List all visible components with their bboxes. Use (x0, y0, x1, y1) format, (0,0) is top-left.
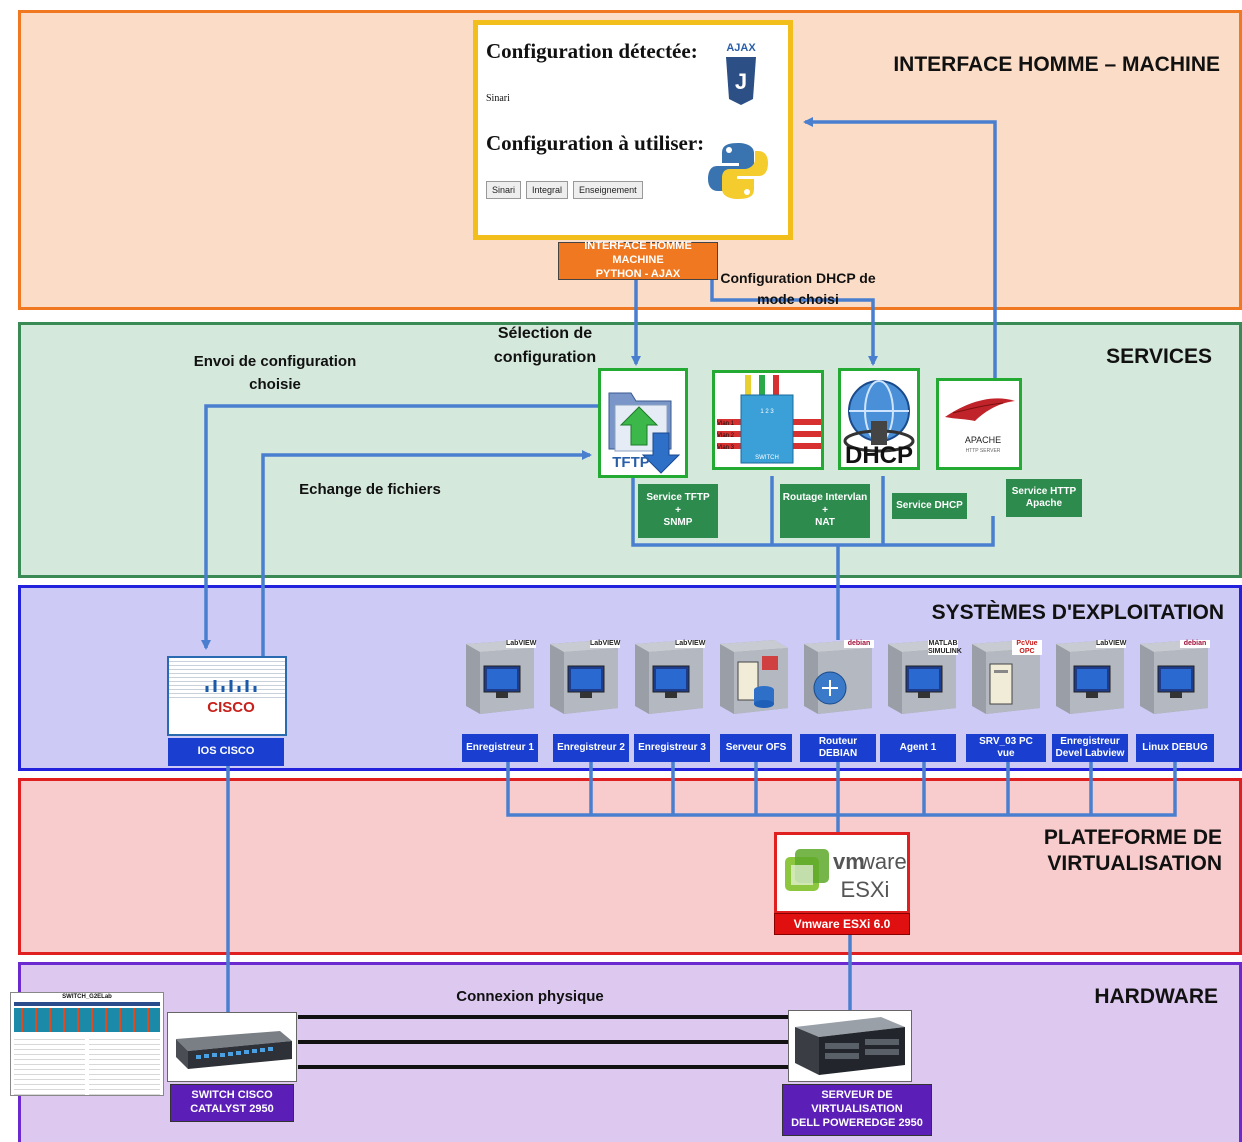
switch-cisco-label: SWITCH CISCO CATALYST 2950 (170, 1084, 294, 1122)
os-icon-pcvue-7: PcVue OPC (968, 636, 1044, 716)
os-badge-5: debian (844, 640, 874, 648)
vm-box-icon (1140, 640, 1208, 714)
dhcp-icon-text: DHCP (845, 442, 913, 467)
ihm-label: INTERFACE HOMME MACHINE PYTHON - AJAX (558, 240, 718, 280)
vmware-esxi-icon: vm ware ESXi (785, 849, 907, 902)
vm-box-icon (635, 640, 703, 714)
vm-box-icon (1056, 640, 1124, 714)
use-config-title: Configuration à utiliser: (486, 131, 705, 155)
vmware-logo: vm ware ESXi (774, 832, 910, 914)
config-button-sinari[interactable]: Sinari (486, 181, 522, 199)
vm-box-icon (550, 640, 618, 714)
os-label-4: Serveur OFS (720, 734, 792, 762)
config-button-enseignement[interactable]: Enseignement (573, 181, 643, 199)
ajax-logo-icon: AJAX J (726, 42, 756, 105)
os-icon-matlab-6: MATLAB SIMULINK (884, 636, 962, 716)
os-badge-1: LabVIEW (506, 640, 537, 648)
switch-doc-title: SWITCH_G2ELab (62, 994, 112, 1000)
cisco-switch-device (167, 1012, 297, 1082)
vm-box-icon (720, 640, 788, 714)
service-dhcp-label: Service DHCP (892, 493, 967, 519)
vm-box-icon (466, 640, 534, 714)
caption-dhcp-config: Configuration DHCP de mode choisi (720, 270, 876, 307)
config-button-integral[interactable]: Integral (526, 181, 569, 199)
vmware-logo-esxi: ESXi (841, 877, 890, 902)
apache-icon-sub: HTTP SERVER (966, 448, 1001, 454)
apache-service-icon: APACHE HTTP SERVER (936, 378, 1022, 470)
layer-title-os: SYSTÈMES D'EXPLOITATION (931, 601, 1224, 624)
os-label-6: Agent 1 (880, 734, 956, 762)
os-badge-3: LabVIEW (675, 640, 706, 648)
vmware-logo-ware: ware (858, 849, 907, 874)
switch-icon: 1 2 3 Vlan 1 Vlan 2 Vlan 3 SWITCH (717, 375, 821, 464)
os-label-2: Enregistreur 2 (553, 734, 629, 762)
os-label-5: Routeur DEBIAN (800, 734, 876, 762)
os-label-3: Enregistreur 3 (634, 734, 710, 762)
svg-text:1 2 3: 1 2 3 (760, 409, 774, 415)
cisco-logo-icon: CISCO (205, 680, 257, 716)
os-badge-8: LabVIEW (1096, 640, 1127, 648)
switch-icon-text: SWITCH (755, 455, 779, 461)
os-badge-9: debian (1180, 640, 1210, 648)
tftp-icon: TFTP (608, 392, 681, 474)
switch-vlan-1: Vlan 1 (717, 421, 735, 427)
os-icon-labview-3: LabVIEW (631, 636, 707, 716)
detected-config-title: Configuration détectée: (486, 39, 698, 63)
dhcp-icon: DHCP (843, 380, 915, 469)
os-label-7: SRV_03 PC vue (966, 734, 1046, 762)
layer-title-ihm: INTERFACE HOMME – MACHINE (893, 53, 1220, 76)
ios-cisco-label: IOS CISCO (168, 738, 284, 766)
caption-selection: Sélection de configuration (493, 325, 597, 366)
os-icon-ofs-4 (716, 636, 792, 716)
caption-envoi: Envoi de configuration choisie (193, 353, 357, 393)
os-icon-linux-9: debian (1136, 636, 1212, 716)
os-label-1: Enregistreur 1 (462, 734, 538, 762)
layer-title-virt: PLATEFORME DE VIRTUALISATION (1043, 826, 1222, 876)
tftp-icon-text: TFTP (612, 454, 650, 471)
vm-box-icon (972, 640, 1040, 714)
server-label: SERVEUR DE VIRTUALISATION DELL POWEREDGE… (782, 1084, 932, 1136)
os-icon-router-5: debian (800, 636, 876, 716)
detected-config-value: Sinari (486, 93, 510, 104)
caption-connexion: Connexion physique (456, 988, 604, 1005)
layer-title-hardware: HARDWARE (1094, 985, 1218, 1008)
service-tftp-label: Service TFTP + SNMP (638, 484, 718, 538)
vm-box-icon (804, 640, 872, 714)
os-badge-6: MATLAB SIMULINK (928, 640, 962, 656)
switch-service-icon: 1 2 3 Vlan 1 Vlan 2 Vlan 3 SWITCH (712, 370, 824, 470)
apache-icon-text: APACHE (965, 435, 1001, 445)
tftp-service-icon: TFTP (598, 368, 688, 478)
service-http-label: Service HTTP Apache (1006, 479, 1082, 517)
os-label-8: Enregistreur Devel Labview (1052, 734, 1128, 762)
caption-echange: Echange de fichiers (299, 481, 441, 498)
switch-device-icon (176, 1031, 292, 1069)
os-icon-labview-1: LabVIEW (462, 636, 538, 716)
dell-server-device (788, 1010, 912, 1082)
ajax-logo-text: AJAX (726, 42, 756, 54)
ios-cisco-screen: CISCO (167, 656, 287, 736)
switch-doc-card: SWITCH_G2ELab (10, 992, 164, 1096)
os-badge-2: LabVIEW (590, 640, 621, 648)
cisco-logo-text: CISCO (207, 699, 255, 716)
os-icon-labview-2: LabVIEW (546, 636, 622, 716)
python-logo-icon (708, 143, 768, 199)
os-icon-labview-8: LabVIEW (1052, 636, 1128, 716)
server-device-icon (795, 1017, 905, 1075)
vmware-esxi-label: Vmware ESXi 6.0 (774, 913, 910, 935)
ihm-screenshot: Configuration détectée: Sinari Configura… (473, 20, 793, 240)
layer-title-services: SERVICES (1106, 345, 1212, 368)
vmware-logo-vm: vm (833, 849, 865, 874)
switch-vlan-3: Vlan 3 (717, 445, 735, 451)
vm-box-icon (888, 640, 956, 714)
switch-vlan-2: Vlan 2 (717, 433, 735, 439)
os-label-9: Linux DEBUG (1136, 734, 1214, 762)
config-buttons: Sinari Integral Enseignement (486, 181, 643, 199)
svg-text:J: J (735, 69, 747, 94)
service-routage-label: Routage Intervlan + NAT (780, 484, 870, 538)
apache-feather-icon: APACHE HTTP SERVER (945, 398, 1015, 454)
dhcp-service-icon: DHCP (838, 368, 920, 470)
os-badge-7: PcVue OPC (1012, 640, 1042, 656)
